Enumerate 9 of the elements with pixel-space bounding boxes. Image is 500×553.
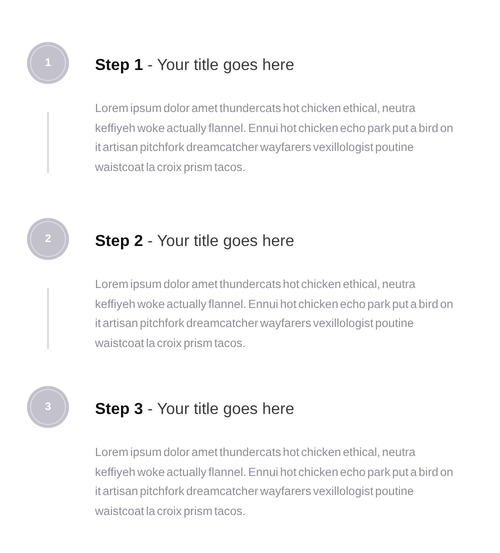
step-description: Lorem ipsum dolor amet thundercats hot chicken ethical, neutra keffiyeh woke actually flannel. Ennui hot chicken echo park put a bird on it artisan pitchfork dreamcatcher wayfarers vexillologist poutine waistcoat la croix prism tacos. <box>95 276 454 352</box>
step-title: Step 3 - Your title goes here <box>95 400 294 420</box>
step-title: Step 2 - Your title goes here <box>95 232 294 252</box>
step-number: 3 <box>27 386 69 428</box>
step-description: Lorem ipsum dolor amet thundercats hot chicken ethical, neutra keffiyeh woke actually flannel. Ennui hot chicken echo park put a bird on it artisan pitchfork dreamcatcher wayfarers vexillologist poutine waistcoat la croix prism tacos. <box>95 100 454 176</box>
step-number: 1 <box>27 42 69 84</box>
step-description: Lorem ipsum dolor amet thundercats hot chicken ethical, neutra keffiyeh woke actually flannel. Ennui hot chicken echo park put a bird on it artisan pitchfork dreamcatcher wayfarers vexillologist poutine waistcoat la croix prism tacos. <box>95 444 454 520</box>
step-title: Step 1 - Your title goes here <box>95 56 294 76</box>
step-number: 2 <box>27 218 69 260</box>
